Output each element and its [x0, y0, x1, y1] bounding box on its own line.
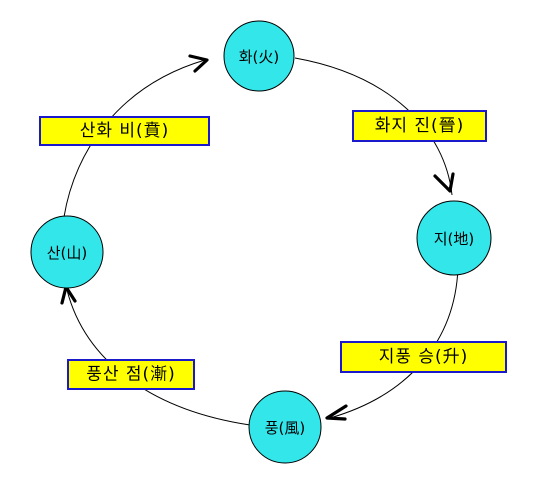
node-earth-circle — [416, 200, 492, 276]
edge-label-wind-mountain-box — [67, 359, 195, 390]
edge-label-fire-earth: 화지 진(晉) — [352, 110, 487, 142]
node-wind-label: 풍(風) — [265, 419, 306, 437]
node-earth-label: 지(地) — [434, 230, 475, 248]
edge-label-earth-wind-text: 지풍 승(升) — [379, 347, 469, 367]
node-fire-label: 화(火) — [239, 48, 280, 66]
edge-label-mountain-fire: 산화 비(賁) — [39, 116, 210, 146]
node-mountain: 산(山) — [30, 215, 104, 289]
arrowhead-at-wind — [325, 404, 348, 421]
arrowhead-at-earth — [433, 172, 455, 193]
node-mountain-circle — [30, 215, 104, 289]
edge-label-mountain-fire-text: 산화 비(賁) — [80, 121, 170, 141]
node-wind-circle — [248, 390, 322, 464]
edge-label-earth-wind-box — [340, 341, 507, 373]
node-fire-circle — [223, 20, 295, 92]
node-wind: 풍(風) — [248, 390, 322, 464]
edge-label-mountain-fire-box — [39, 116, 210, 146]
arrowhead-at-fire — [188, 54, 209, 73]
node-earth: 지(地) — [416, 200, 492, 276]
node-mountain-label: 산(山) — [47, 244, 88, 262]
arc-fire-to-earth — [294, 57, 453, 196]
edge-label-fire-earth-text: 화지 진(晉) — [375, 116, 465, 136]
edge-label-wind-mountain: 풍산 점(漸) — [67, 359, 195, 390]
edge-label-wind-mountain-text: 풍산 점(漸) — [86, 365, 176, 385]
node-fire: 화(火) — [223, 20, 295, 92]
edge-label-fire-earth-box — [352, 110, 487, 142]
arc-wind-to-mountain — [66, 289, 251, 426]
edge-label-earth-wind: 지풍 승(升) — [340, 341, 507, 373]
